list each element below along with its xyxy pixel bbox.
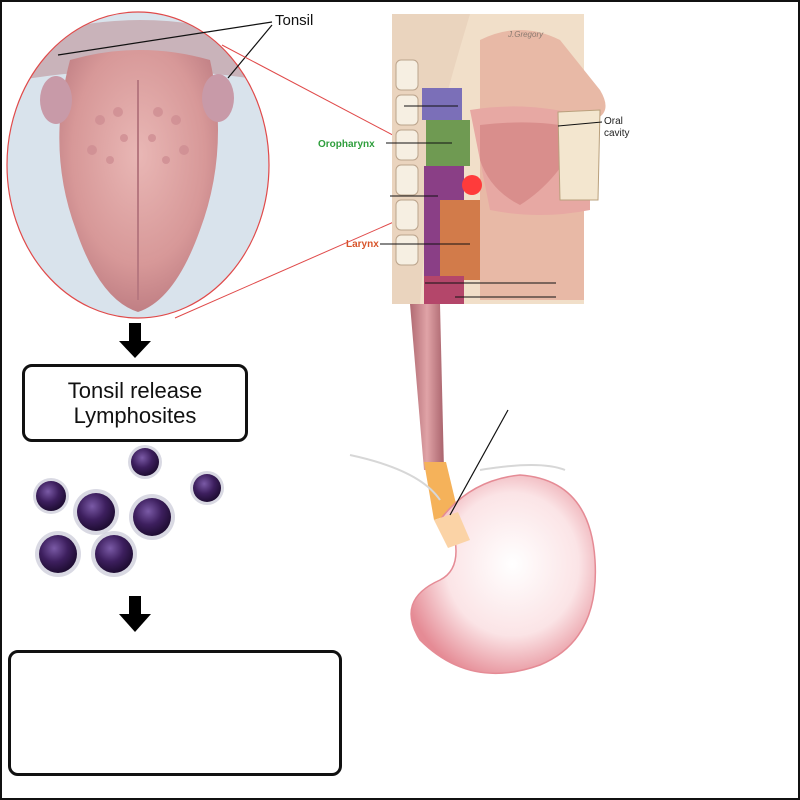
lymphocyte bbox=[73, 489, 119, 535]
tonsil-leader-line bbox=[57, 21, 273, 56]
tonsil-marker bbox=[462, 175, 482, 195]
oropharynx-label: Oropharynx bbox=[318, 139, 375, 150]
tonsil-release-box: Tonsil release Lymphosites bbox=[22, 364, 248, 442]
artist-signature: J.Gregory bbox=[508, 30, 544, 39]
head-cross-section bbox=[392, 14, 606, 304]
lymphocyte bbox=[35, 531, 81, 577]
lymphocyte bbox=[128, 445, 162, 479]
head-leader-lines bbox=[380, 105, 603, 298]
arrow-down-icon bbox=[119, 596, 151, 632]
lymphocyte bbox=[91, 531, 137, 577]
box-line-1: Tonsil release bbox=[67, 378, 203, 403]
tongue-illustration bbox=[6, 11, 270, 319]
box-line-2: Lymphosites bbox=[73, 403, 197, 428]
larynx-label: Larynx bbox=[346, 239, 379, 250]
tonsil-label: Tonsil bbox=[275, 12, 314, 29]
lymphocyte bbox=[129, 494, 175, 540]
tonsil-leader-line bbox=[227, 24, 273, 79]
lymphocyte-cluster bbox=[33, 445, 224, 577]
arrow-down-icon bbox=[119, 323, 151, 358]
empty-answer-box bbox=[8, 650, 342, 776]
lymphocyte bbox=[33, 478, 69, 514]
esophagus-stomach bbox=[349, 304, 597, 675]
lymphocyte bbox=[190, 471, 224, 505]
oral-cavity-label: Oral cavity bbox=[604, 116, 630, 139]
